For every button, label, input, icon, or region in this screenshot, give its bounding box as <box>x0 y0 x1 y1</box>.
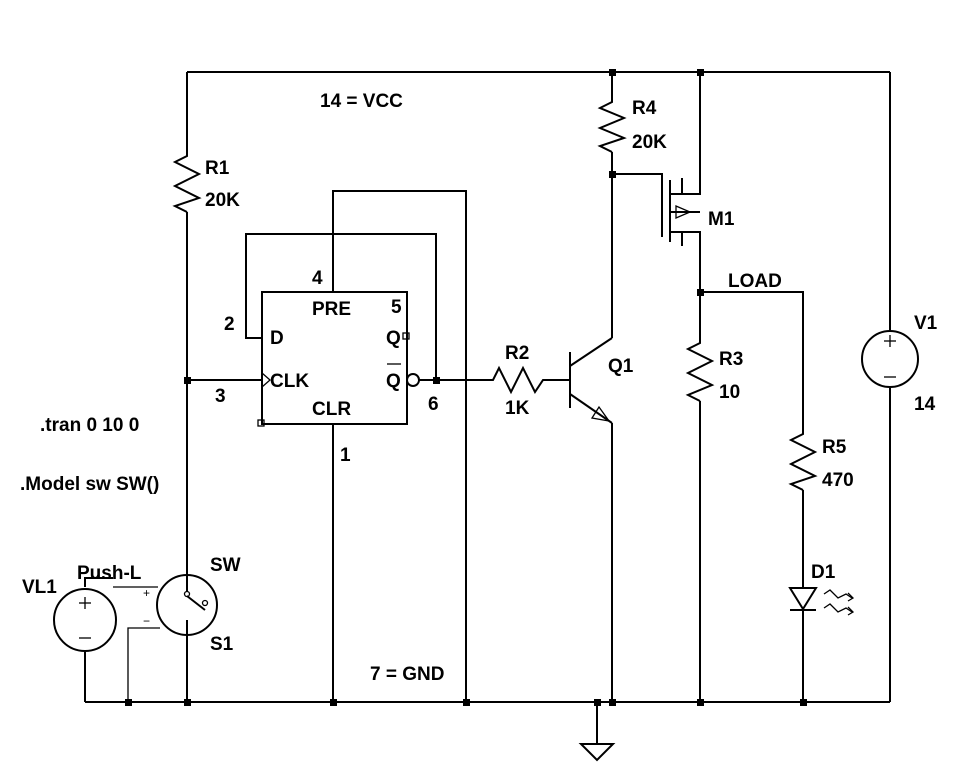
q1-name: Q1 <box>608 356 634 377</box>
r4-value: 20K <box>632 132 667 153</box>
s1-arm <box>186 595 206 611</box>
r4-name: R4 <box>632 98 657 119</box>
wire-gate <box>612 173 663 237</box>
pin-clk: 3 <box>215 386 226 407</box>
q1-emitter-arrow <box>590 405 611 422</box>
junction <box>433 377 440 384</box>
resistor-r2 <box>487 365 548 395</box>
q1-emitter <box>569 393 613 424</box>
resistor-r1 <box>172 150 202 213</box>
r3-name: R3 <box>719 349 743 370</box>
wire-load <box>700 291 804 428</box>
wire-m1-drain <box>682 72 701 195</box>
clk-triangle <box>261 372 271 388</box>
junction <box>697 699 704 706</box>
junction <box>697 289 704 296</box>
s1-minus-sign: − <box>143 614 150 628</box>
junction <box>609 699 616 706</box>
ff-q-label: Q <box>386 328 401 349</box>
diode-d1 <box>788 587 855 616</box>
r1-name: R1 <box>205 158 230 179</box>
source-v1 <box>861 330 919 388</box>
pin-pre: 4 <box>312 268 323 289</box>
ground-symbol <box>578 743 616 762</box>
wire-m1-source <box>682 231 701 337</box>
d1-arrowhead-2 <box>847 606 855 616</box>
q-pin-marker <box>402 332 410 340</box>
v1-name: V1 <box>914 313 938 334</box>
r3-value: 10 <box>719 382 740 403</box>
vcc-label: 14 = VCC <box>320 91 403 112</box>
ff-pre-label: PRE <box>312 299 351 320</box>
transistor-q1 <box>569 337 613 424</box>
r5-value: 470 <box>822 470 854 491</box>
resistor-r4 <box>597 96 627 153</box>
q1-collector <box>569 337 613 367</box>
ff-clr-label: CLR <box>312 399 351 420</box>
junction <box>800 699 807 706</box>
junction <box>609 171 616 178</box>
m1-name: M1 <box>708 209 735 230</box>
junctions <box>125 69 807 706</box>
gnd-label: 7 = GND <box>370 664 444 685</box>
junction <box>184 377 191 384</box>
pin-clr: 1 <box>340 445 351 466</box>
resistor-r5 <box>788 428 818 491</box>
vl1-value: Push-L <box>77 563 142 584</box>
load-label: LOAD <box>728 271 782 292</box>
junction <box>594 699 601 706</box>
tran-directive: .tran 0 10 0 <box>40 415 139 436</box>
pin-d: 2 <box>224 314 235 335</box>
d1-light-2 <box>823 603 853 613</box>
flip-flop <box>257 291 420 427</box>
wire-vl1-top <box>84 577 113 587</box>
model-directive: .Model sw SW() <box>20 474 159 495</box>
s1-contact-bot <box>201 599 209 607</box>
qbar-bubble <box>406 373 420 387</box>
d1-light-1 <box>823 589 853 599</box>
source-vl1 <box>53 588 117 652</box>
s1-contact-top <box>183 590 191 598</box>
d1-name: D1 <box>811 562 836 583</box>
r5-name: R5 <box>822 437 847 458</box>
v1-value: 14 <box>914 394 936 415</box>
resistor-r3 <box>685 337 715 402</box>
labels: 14 = VCC 7 = GND LOAD .tran 0 10 0 .Mode… <box>20 91 938 685</box>
vl1-body <box>53 588 117 652</box>
r2-name: R2 <box>505 343 529 364</box>
d1-arrowhead-1 <box>847 592 855 602</box>
s1-ctrl-minus <box>127 627 160 702</box>
junction <box>330 699 337 706</box>
ff-qbar-label: Q <box>386 371 401 392</box>
ff-d-label: D <box>270 328 284 349</box>
r1-value: 20K <box>205 190 240 211</box>
flip-flop-body <box>261 291 408 425</box>
d1-body <box>788 587 818 611</box>
junction <box>609 69 616 76</box>
junction <box>697 69 704 76</box>
junction <box>463 699 470 706</box>
s1-name: S1 <box>210 634 234 655</box>
v1-body <box>861 330 919 388</box>
pin-qbar: 6 <box>428 394 439 415</box>
wire-d-feedback <box>245 233 437 380</box>
switch-s1 <box>113 574 218 702</box>
ff-clk-label: CLK <box>270 371 309 392</box>
junction <box>125 699 132 706</box>
s1-plus-sign: + <box>143 586 150 600</box>
m1-arrow <box>675 205 692 219</box>
r2-value: 1K <box>505 398 530 419</box>
mosfet-m1 <box>661 174 700 246</box>
clr-pin-marker <box>257 419 265 427</box>
vl1-name: VL1 <box>22 577 57 598</box>
pin-q: 5 <box>391 297 402 318</box>
wire-pre <box>332 190 467 702</box>
s1-model: SW <box>210 555 241 576</box>
junction <box>184 699 191 706</box>
